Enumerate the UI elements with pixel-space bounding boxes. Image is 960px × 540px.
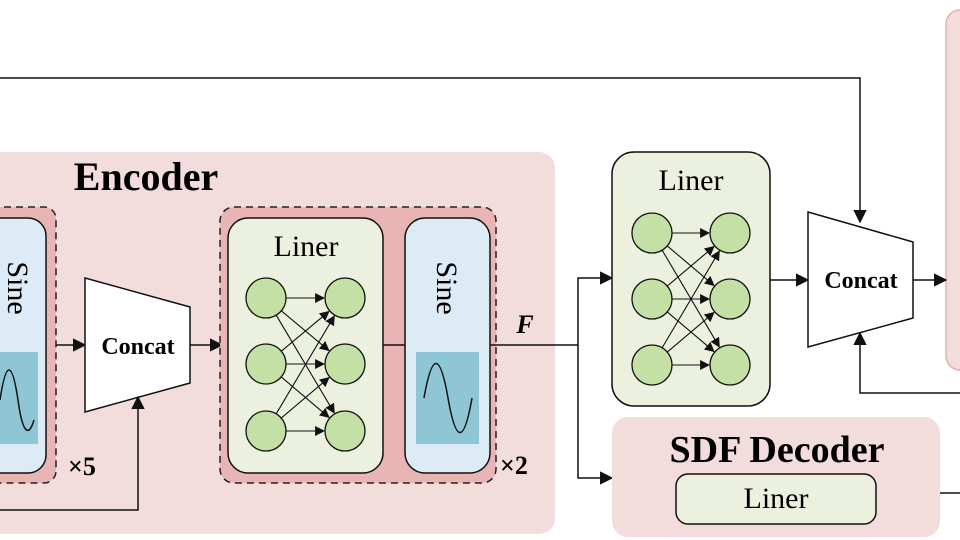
- encoder-title: Encoder: [74, 154, 218, 199]
- encoder-liner-node: [324, 410, 366, 452]
- encoder-liner-node: [324, 277, 366, 319]
- encoder-liner-node: [324, 343, 366, 385]
- arrow-feature-to-sdf: [577, 345, 614, 485]
- sine-wave-left-icon: [0, 369, 35, 432]
- liner-right-node: [709, 278, 751, 320]
- encoder-liner-node: [245, 410, 287, 452]
- liner-right-node: [709, 212, 751, 254]
- liner-right-node: [631, 212, 673, 254]
- arrow-top-skip-to-concat: [0, 77, 867, 224]
- liner-right-node: [709, 344, 751, 386]
- liner-right-label: Liner: [659, 164, 724, 197]
- right-edge-fragment: [952, 410, 960, 460]
- sdf-liner-block: [675, 473, 877, 525]
- feature-label: F: [515, 310, 533, 339]
- liner-right-network: [631, 212, 751, 386]
- repeat-right-label: ×2: [500, 451, 528, 480]
- sine-wave-right-icon: [423, 363, 473, 433]
- sdf-decoder-title: SDF Decoder: [670, 429, 885, 471]
- encoder-liner-node: [245, 277, 287, 319]
- encoder-liner-edge: [280, 310, 330, 352]
- encoder-liner-edge: [275, 315, 335, 415]
- arrow-skip-to-concat: [0, 395, 145, 511]
- encoder-liner-edge: [280, 376, 330, 419]
- right-partial-panel: [945, 9, 960, 371]
- sine-right-label: Sine: [430, 261, 463, 314]
- concat-left-label: Concat: [101, 334, 174, 360]
- liner-right-node: [631, 344, 673, 386]
- sine-plot-left: [0, 352, 38, 444]
- liner-right-edge: [666, 245, 715, 287]
- liner-right-edge: [661, 250, 720, 349]
- concat-block-left: [84, 277, 191, 413]
- sdf-liner-label: Liner: [744, 482, 809, 515]
- encoder-liner-node: [245, 343, 287, 385]
- sine-left-label: Sine: [1, 261, 34, 314]
- encoder-liner-network: [245, 277, 366, 452]
- encoder-liner-label: Liner: [274, 230, 339, 263]
- arrow-return-to-concat: [853, 331, 960, 394]
- arrow-feature-to-liner: [577, 271, 614, 345]
- liner-right-node: [631, 278, 673, 320]
- concat-right-label: Concat: [824, 268, 897, 294]
- repeat-left-label: ×5: [68, 452, 96, 481]
- concat-block-right: [807, 211, 914, 348]
- liner-right-edge: [666, 311, 715, 353]
